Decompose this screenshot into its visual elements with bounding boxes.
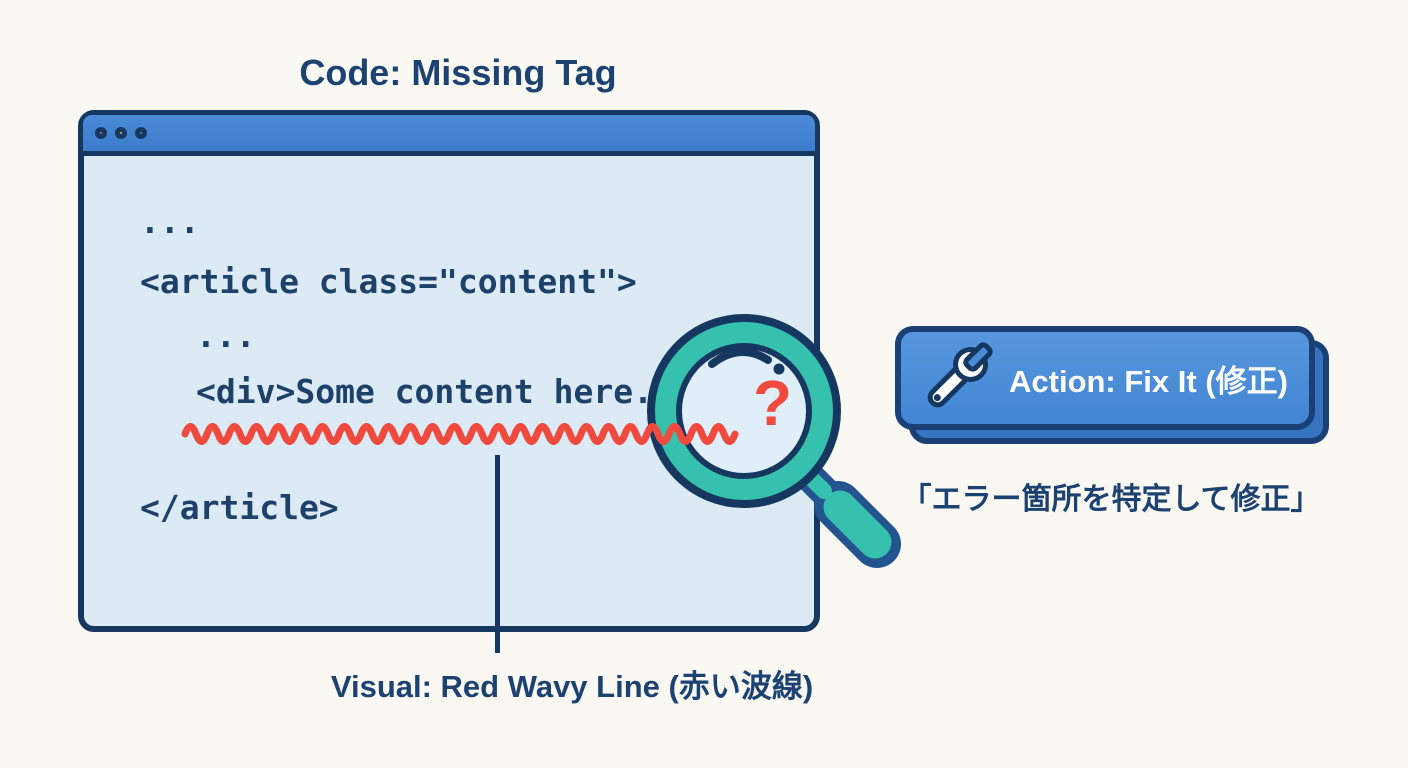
wavy-line-caption: Visual: Red Wavy Line (赤い波線) [330,669,814,704]
close-window-icon[interactable] [95,127,107,139]
window-titlebar [83,115,815,156]
question-mark: ? [753,367,793,439]
caption-connector-line [495,455,500,653]
red-wavy-line [181,423,739,445]
action-subtitle: 「エラー箇所を特定して修正」 [901,483,1321,516]
page-title: Code: Missing Tag [299,52,617,93]
code-line-article-open: <article class="content"> [140,262,637,301]
wrench-icon [927,342,993,408]
code-line-div-unclosed: <div>Some content here. [196,372,653,411]
minimize-window-icon[interactable] [115,127,127,139]
code-line-ellipsis-2: ... [196,316,256,355]
code-line-article-close: </article> [140,488,339,527]
code-line-ellipsis-1: ... [140,202,200,241]
fix-it-button-label: Action: Fix It (修正) [1009,363,1288,399]
magnifier-icon [647,314,901,568]
maximize-window-icon[interactable] [135,127,147,139]
fix-it-button[interactable]: Action: Fix It (修正) [895,326,1315,430]
